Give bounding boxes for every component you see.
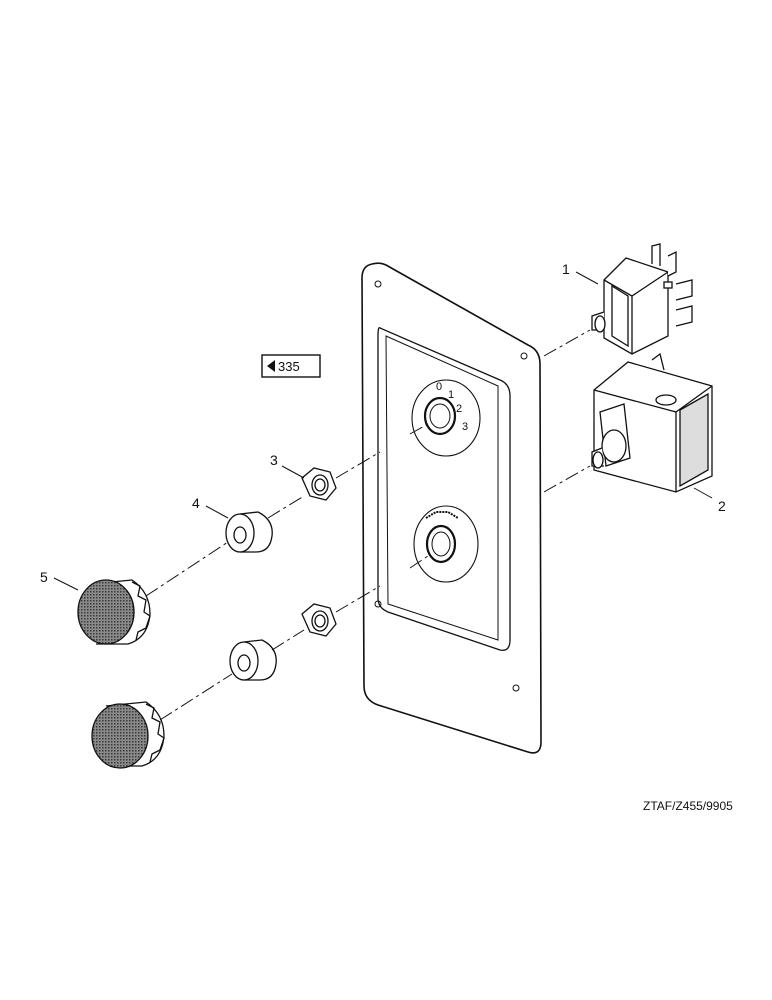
hex-nut-part-3 <box>301 467 337 501</box>
dial-position-3: 3 <box>462 421 468 433</box>
drawing-code: ZTAF/Z455/9905 <box>643 799 733 813</box>
mounting-hole <box>374 280 382 288</box>
callout-4: 4 <box>192 495 200 511</box>
upper-switch-opening <box>411 379 481 457</box>
assembly-centerlines <box>145 329 591 721</box>
page-reference-number: 335 <box>278 359 300 374</box>
knurled-knob-part-5 <box>77 579 151 645</box>
rocker-switch-part-1 <box>591 243 693 355</box>
spacer-ring <box>229 639 277 681</box>
leader-lines <box>53 271 713 591</box>
mounting-hole <box>512 684 520 692</box>
callout-5: 5 <box>40 569 48 585</box>
callout-1: 1 <box>562 261 570 277</box>
knurled-knob <box>91 701 165 769</box>
hex-nut <box>301 603 337 637</box>
mounting-hole <box>374 600 382 608</box>
lower-switch-opening <box>413 505 479 583</box>
spacer-ring-part-4 <box>225 511 273 553</box>
dial-position-2: 2 <box>456 403 462 415</box>
left-arrow-icon <box>267 360 275 372</box>
callout-3: 3 <box>270 452 278 468</box>
mounting-hole <box>520 352 528 360</box>
dial-position-0: 0 <box>436 381 442 393</box>
rotary-switch-part-2 <box>591 352 713 493</box>
page-reference-box[interactable]: 335 <box>261 354 321 378</box>
mounting-plate <box>361 262 542 754</box>
callout-2: 2 <box>718 498 726 514</box>
dial-position-1: 1 <box>448 389 454 401</box>
